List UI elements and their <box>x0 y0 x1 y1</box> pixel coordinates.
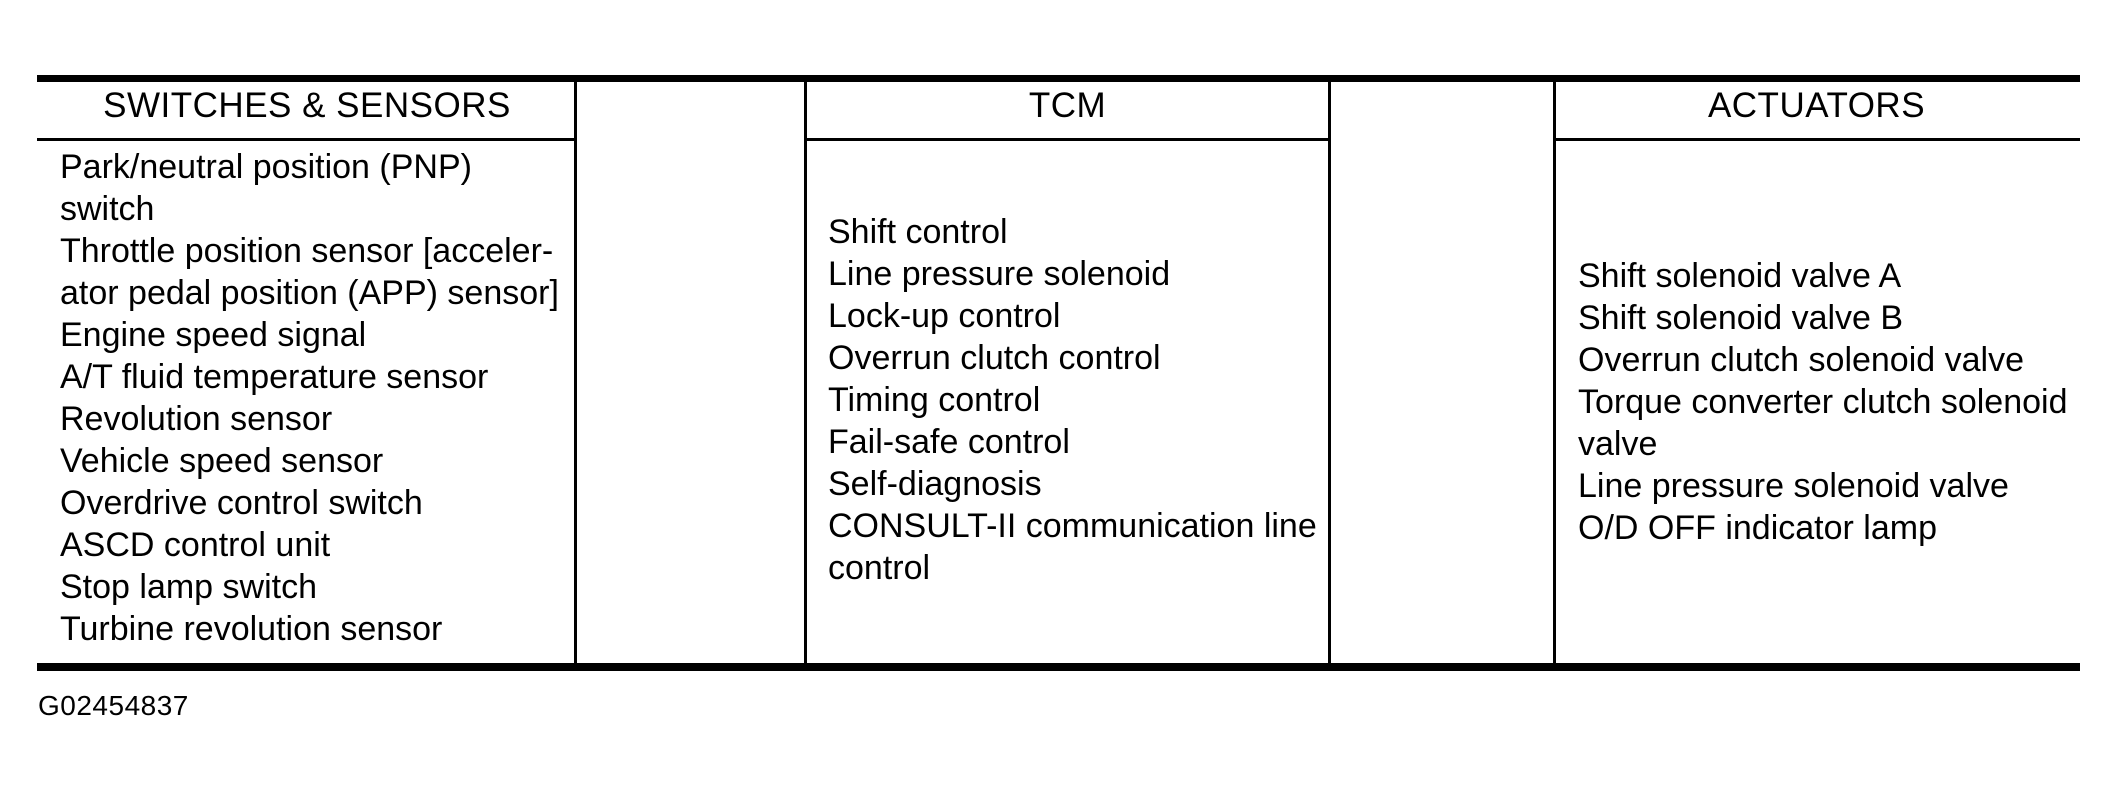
column-divider-switches-right <box>574 82 577 663</box>
list-item: Shift solenoid valve B <box>1578 299 1904 337</box>
list-item: Line pressure solenoid valve <box>1578 467 2009 505</box>
list-item: Turbine revolution sensor <box>60 610 443 648</box>
list-item: CONSULT-II communication line control <box>828 507 1317 587</box>
column-header-tcm: TCM <box>1028 86 1107 125</box>
list-item: O/D OFF indicator lamp <box>1578 509 1937 547</box>
list-item: Torque converter clutch solenoid valve <box>1578 383 2068 463</box>
column-divider-tcm-left <box>804 82 807 663</box>
header-underline-tcm <box>804 138 1331 141</box>
list-item: Fail-safe control <box>828 423 1070 461</box>
list-item: Revolution sensor <box>60 400 333 438</box>
list-item: Lock-up control <box>828 297 1061 335</box>
list-item: Throttle position sensor [acceler- ator … <box>60 232 559 312</box>
figure-code: G02454837 <box>38 690 189 721</box>
list-item: Shift solenoid valve A <box>1578 257 1902 295</box>
column-divider-tcm-right <box>1328 82 1331 663</box>
list-item: Timing control <box>828 381 1041 419</box>
list-item: Park/neutral position (PNP) switch <box>60 148 472 228</box>
list-item: Shift control <box>828 213 1008 251</box>
table-bottom-border <box>37 663 2080 671</box>
header-underline-switches-sensors <box>37 138 577 141</box>
list-item: Line pressure solenoid <box>828 255 1171 293</box>
actuators-list: Shift solenoid valve A Shift solenoid val… <box>1578 255 2088 549</box>
header-underline-actuators <box>1553 138 2080 141</box>
column-header-switches-sensors: SWITCHES & SENSORS <box>103 86 511 125</box>
list-item: Self-diagnosis <box>828 465 1042 503</box>
list-item: Overrun clutch solenoid valve <box>1578 341 2025 379</box>
list-item: Stop lamp switch <box>60 568 317 606</box>
table-top-border <box>37 75 2080 82</box>
list-item: Engine speed signal <box>60 316 367 354</box>
list-item: Overdrive control switch <box>60 484 423 522</box>
list-item: Overrun clutch control <box>828 339 1161 377</box>
column-divider-actuators-left <box>1553 82 1556 663</box>
list-item: ASCD control unit <box>60 526 331 564</box>
column-header-actuators: ACTUATORS <box>1707 86 1926 125</box>
list-item: Vehicle speed sensor <box>60 442 384 480</box>
list-item: A/T fluid temperature sensor <box>60 358 489 396</box>
